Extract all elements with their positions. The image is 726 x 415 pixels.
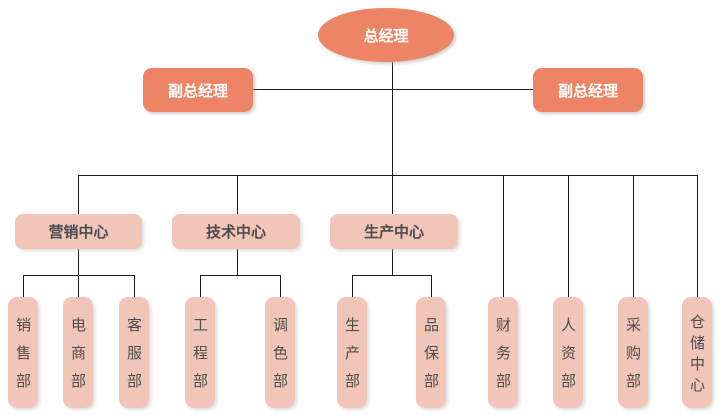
- connector-marketing-stem: [78, 249, 79, 275]
- node-finance-dept-label: 财务部: [494, 317, 512, 401]
- node-tinting-dept-label: 调色部: [271, 317, 289, 401]
- connector-drop-ecommerce: [78, 275, 79, 297]
- node-engineering-dept[interactable]: 工程部: [185, 297, 215, 408]
- node-production-center[interactable]: 生产中心: [330, 214, 458, 249]
- node-purchasing-dept[interactable]: 采购部: [618, 297, 648, 408]
- connector-drop-marketing: [78, 175, 79, 214]
- node-production-dept-label: 生产部: [343, 317, 361, 401]
- node-tinting-dept[interactable]: 调色部: [265, 297, 295, 408]
- node-marketing-center[interactable]: 营销中心: [15, 214, 142, 249]
- node-general-manager-label: 总经理: [363, 26, 409, 45]
- node-marketing-center-label: 营销中心: [48, 223, 109, 241]
- connector-drop-hr: [568, 175, 569, 297]
- connector-drop-finance: [503, 175, 504, 297]
- node-quality-assurance-dept[interactable]: 品保部: [416, 297, 446, 408]
- connector-main-rail: [78, 175, 698, 176]
- connector-drop-production: [392, 175, 393, 214]
- connector-drop-service: [134, 275, 135, 297]
- node-production-dept[interactable]: 生产部: [337, 297, 367, 408]
- connector-deputies: [253, 89, 533, 90]
- connector-drop-warehouse: [697, 175, 698, 297]
- connector-drop-sales: [23, 275, 24, 297]
- node-deputy-manager-left[interactable]: 副总经理: [143, 68, 253, 112]
- connector-drop-tech: [237, 175, 238, 214]
- node-sales-dept-label: 销售部: [14, 317, 32, 401]
- connector-drop-engineering: [200, 275, 201, 297]
- node-hr-dept[interactable]: 人资部: [553, 297, 583, 408]
- node-purchasing-dept-label: 采购部: [624, 317, 642, 401]
- node-sales-dept[interactable]: 销售部: [8, 297, 38, 408]
- node-deputy-manager-left-label: 副总经理: [167, 81, 228, 100]
- connector-drop-purchasing: [633, 175, 634, 297]
- node-warehouse-center-label: 仓储中心: [688, 313, 706, 398]
- node-finance-dept[interactable]: 财务部: [488, 297, 518, 408]
- connector-root-trunk: [392, 62, 393, 175]
- connector-drop-tinting: [280, 275, 281, 297]
- connector-tech-rail: [200, 275, 281, 276]
- connector-drop-prod-dept: [352, 275, 353, 297]
- node-quality-assurance-dept-label: 品保部: [422, 317, 440, 401]
- node-ecommerce-dept[interactable]: 电商部: [63, 297, 93, 408]
- connector-production-stem: [392, 249, 393, 275]
- node-warehouse-center[interactable]: 仓储中心: [682, 297, 712, 408]
- node-ecommerce-dept-label: 电商部: [69, 317, 87, 401]
- connector-tech-stem: [237, 249, 238, 275]
- connector-production-rail: [352, 275, 432, 276]
- node-deputy-manager-right[interactable]: 副总经理: [533, 68, 643, 112]
- node-deputy-manager-right-label: 副总经理: [557, 81, 618, 100]
- connector-drop-qa: [431, 275, 432, 297]
- node-production-center-label: 生产中心: [363, 223, 424, 241]
- node-customer-service-dept-label: 客服部: [125, 317, 143, 401]
- node-general-manager[interactable]: 总经理: [318, 8, 454, 62]
- node-customer-service-dept[interactable]: 客服部: [119, 297, 149, 408]
- node-hr-dept-label: 人资部: [559, 317, 577, 401]
- node-tech-center-label: 技术中心: [205, 223, 266, 241]
- node-engineering-dept-label: 工程部: [191, 317, 209, 401]
- connector-marketing-rail: [23, 275, 135, 276]
- node-tech-center[interactable]: 技术中心: [172, 214, 300, 249]
